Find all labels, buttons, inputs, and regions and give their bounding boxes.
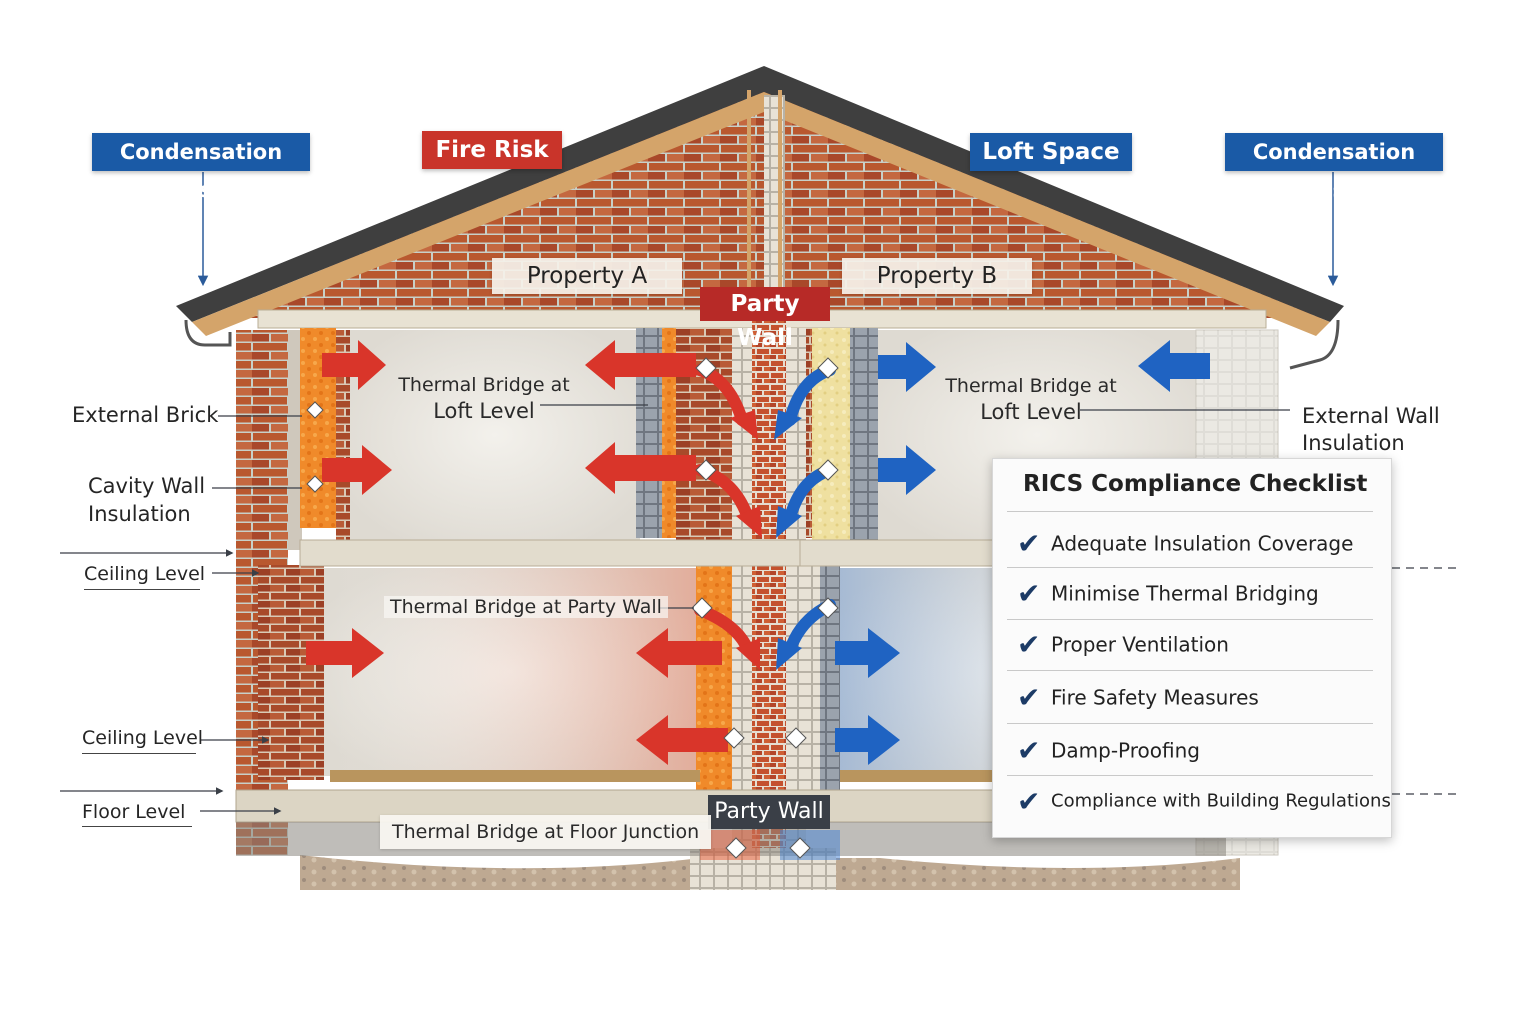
checkmark-icon: ✔ xyxy=(1017,576,1041,610)
gutter-right xyxy=(1289,319,1340,370)
property-b-label: Property B xyxy=(842,258,1032,294)
junction-markers xyxy=(306,357,839,859)
checkmark-icon: ✔ xyxy=(1017,733,1041,767)
heat-arrow-icon xyxy=(736,638,760,670)
loft-space-tag: Loft Space xyxy=(970,133,1132,171)
ceiling-slab xyxy=(299,539,801,567)
cold-arrow-icon xyxy=(776,506,802,538)
leader-lines xyxy=(60,404,1456,815)
cold-arrow-icon xyxy=(1138,340,1210,392)
party-wall-label-bottom: Party Wall xyxy=(708,795,830,829)
floor-level-label: Floor Level xyxy=(82,801,186,823)
cold-arrow-icon xyxy=(774,410,802,440)
checklist-divider xyxy=(1007,511,1373,512)
checklist-item-label: Proper Ventilation xyxy=(1051,632,1229,657)
floor-level-underline xyxy=(82,826,192,827)
checklist-divider xyxy=(1007,775,1373,776)
property-a-label: Property A xyxy=(492,258,682,294)
cold-arrow-icon xyxy=(776,638,802,670)
checklist-item-label: Adequate Insulation Coverage xyxy=(1051,531,1354,556)
condensation-risk-tag-right: Condensation Risk xyxy=(1225,133,1443,202)
checklist-item: ✔ Proper Ventilation xyxy=(1017,624,1229,664)
heat-arrow-icon xyxy=(585,340,696,390)
thermal-bridge-loft-b-line2: Loft Level xyxy=(980,400,1082,424)
heat-arrow-icon xyxy=(306,628,384,678)
heat-arrow-icon xyxy=(736,506,762,538)
heat-arrow-icon xyxy=(730,410,758,440)
checklist-title: RICS Compliance Checklist xyxy=(1023,471,1368,497)
cold-arrow-icon xyxy=(878,342,936,392)
party-wall-insulation-b xyxy=(812,328,850,540)
cold-arrow-icon xyxy=(835,715,900,765)
thermal-bridge-loft-a: Thermal Bridge at Loft Level xyxy=(398,372,570,424)
heat-arrow-icon xyxy=(322,340,386,390)
party-wall-block-left xyxy=(732,328,752,888)
thermal-bridge-loft-b: Thermal Bridge at Loft Level xyxy=(944,373,1118,425)
cold-arrow-icon xyxy=(878,445,936,495)
cavity-wall-label-line1: Cavity Wall xyxy=(88,474,206,498)
party-wall-label-top: Party Wall xyxy=(700,287,830,351)
thermal-bridge-loft-b-line1: Thermal Bridge at xyxy=(945,375,1117,397)
checklist-divider xyxy=(1007,567,1373,568)
fire-risk-tag: Fire Risk xyxy=(422,131,562,169)
ceiling-level-label-2: Ceiling Level xyxy=(82,727,204,749)
cold-arrow-icon xyxy=(835,340,1210,765)
heat-arrow-icon xyxy=(636,628,722,678)
checklist-item-label: Minimise Thermal Bridging xyxy=(1051,581,1319,606)
checklist-item: ✔ Adequate Insulation Coverage xyxy=(1017,523,1353,563)
cavity-wall-label-line2: Insulation xyxy=(88,502,191,526)
gutter-left xyxy=(184,319,232,347)
external-wall-label-line1: External Wall xyxy=(1302,404,1440,428)
ceiling-level-underline-1 xyxy=(84,589,200,590)
ceiling-level-underline-2 xyxy=(82,753,196,754)
thermal-bridge-loft-a-line1: Thermal Bridge at xyxy=(398,374,570,396)
checkmark-icon: ✔ xyxy=(1017,627,1041,661)
ceiling-level-label-1: Ceiling Level xyxy=(84,563,206,585)
external-brick-label: External Brick xyxy=(72,403,219,427)
external-wall-label-line2: Insulation xyxy=(1302,431,1405,455)
thermal-bridge-party-wall: Thermal Bridge at Party Wall xyxy=(384,596,668,618)
checklist-item: ✔ Damp-Proofing xyxy=(1017,730,1200,770)
condensation-risk-tag-left: Condensation Risk xyxy=(92,133,310,202)
checklist-item: ✔ Minimise Thermal Bridging xyxy=(1017,573,1319,613)
checklist-item-label: Damp-Proofing xyxy=(1051,738,1200,763)
party-wall-block-right xyxy=(786,328,806,888)
checklist-divider xyxy=(1007,619,1373,620)
checkmark-icon: ✔ xyxy=(1017,526,1041,560)
thermal-bridge-floor-junction: Thermal Bridge at Floor Junction xyxy=(380,815,712,849)
heat-arrow-icon xyxy=(322,445,392,495)
thermal-bridge-loft-a-line2: Loft Level xyxy=(433,399,535,423)
heat-arrow-icon xyxy=(306,340,728,765)
checklist-item-label: Fire Safety Measures xyxy=(1051,685,1259,710)
checkmark-icon: ✔ xyxy=(1017,784,1041,818)
checklist-item-label: Compliance with Building Regulations xyxy=(1051,790,1391,812)
checkmark-icon: ✔ xyxy=(1017,680,1041,714)
heat-arrow-icon xyxy=(585,442,696,494)
checklist-item: ✔ Fire Safety Measures xyxy=(1017,677,1259,717)
heat-arrow-icon xyxy=(636,715,728,765)
checklist-divider xyxy=(1007,670,1373,671)
checklist-divider xyxy=(1007,723,1373,724)
checklist-item: ✔ Compliance with Building Regulations xyxy=(1017,781,1391,821)
rics-compliance-checklist: RICS Compliance Checklist ✔ Adequate Insu… xyxy=(992,458,1392,838)
cold-arrow-icon xyxy=(835,628,900,678)
